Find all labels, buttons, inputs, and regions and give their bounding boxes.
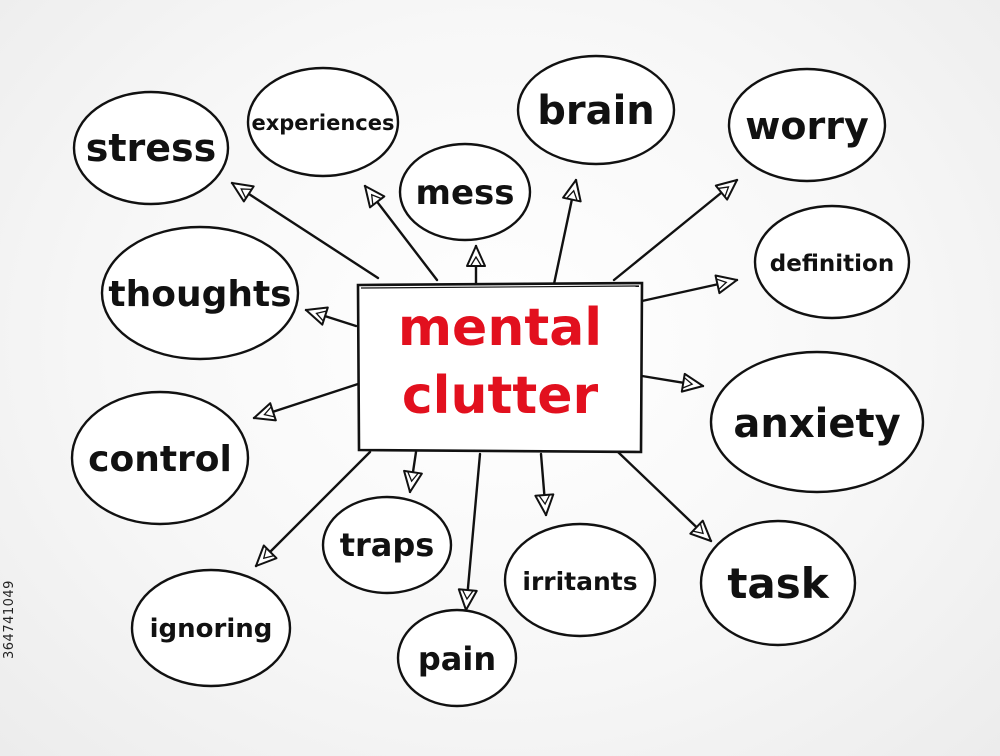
stock-image-id: 364741049 — [2, 580, 17, 660]
node-label-traps: traps — [340, 526, 435, 564]
node-label-experiences: experiences — [251, 111, 394, 135]
arrowhead-brain — [562, 179, 582, 203]
node-control: control — [70, 390, 250, 526]
node-irritants: irritants — [503, 522, 657, 638]
node-definition: definition — [753, 204, 911, 320]
arrowhead-hatch-mess — [469, 255, 483, 267]
node-label-definition: definition — [770, 251, 894, 277]
arrowhead-hatch-pain — [461, 588, 474, 601]
arrowhead-worry — [714, 179, 738, 201]
node-label-irritants: irritants — [522, 567, 637, 596]
arrowhead-hatch-control — [263, 406, 276, 418]
arrowhead-hatch-anxiety — [681, 376, 694, 389]
arrowhead-thoughts — [305, 306, 329, 326]
arrowhead-hatch-stress — [240, 188, 253, 200]
node-label-control: control — [88, 439, 232, 480]
node-traps: traps — [321, 495, 453, 595]
node-label-task: task — [727, 559, 829, 608]
node-label-thoughts: thoughts — [108, 274, 291, 315]
arrowhead-hatch-ignoring — [262, 547, 275, 560]
arrow-line-worry — [612, 178, 739, 282]
connector-arrows — [230, 178, 739, 612]
arrow-line-ignoring — [254, 450, 372, 568]
arrowhead-ignoring — [255, 544, 278, 567]
node-label-brain: brain — [537, 88, 655, 134]
node-task: task — [699, 519, 857, 647]
node-label-worry: worry — [745, 104, 869, 148]
arrowhead-definition — [714, 274, 738, 295]
arrowhead-experiences — [364, 185, 386, 209]
arrowhead-hatch-thoughts — [315, 310, 328, 322]
arrowhead-task — [689, 519, 712, 542]
arrow-line-pain — [464, 452, 482, 612]
node-mess: mess — [398, 142, 532, 242]
arrowhead-hatch-brain — [565, 189, 578, 202]
node-thoughts: thoughts — [100, 225, 300, 361]
central-topic-line-2: clutter — [402, 366, 599, 426]
arrowhead-hatch-experiences — [370, 193, 383, 206]
arrowhead-hatch-task — [692, 522, 704, 535]
node-label-stress: stress — [86, 126, 217, 170]
node-stress: stress — [72, 90, 230, 206]
node-worry: worry — [727, 67, 887, 183]
arrowhead-irritants — [534, 493, 555, 516]
node-brain: brain — [516, 54, 676, 166]
node-pain: pain — [396, 608, 518, 708]
central-topic-line-1: mental — [398, 298, 602, 358]
arrow-line-stress — [230, 181, 380, 280]
node-experiences: experiences — [246, 66, 400, 178]
node-ignoring: ignoring — [130, 568, 292, 688]
arrowhead-hatch-traps — [406, 470, 419, 483]
arrow-line-task — [616, 450, 713, 543]
node-anxiety: anxiety — [709, 350, 925, 494]
arrowhead-control — [253, 402, 277, 422]
arrowhead-pain — [457, 588, 478, 611]
arrowhead-traps — [403, 469, 423, 493]
arrowhead-anxiety — [680, 372, 704, 393]
central-topic-box: mental clutter — [356, 281, 644, 454]
node-label-mess: mess — [416, 173, 515, 213]
arrowhead-hatch-definition — [715, 278, 728, 291]
node-label-pain: pain — [418, 640, 496, 678]
node-label-anxiety: anxiety — [733, 401, 900, 447]
arrowhead-hatch-irritants — [538, 493, 551, 506]
node-label-ignoring: ignoring — [150, 614, 273, 644]
arrowhead-hatch-worry — [717, 186, 730, 198]
